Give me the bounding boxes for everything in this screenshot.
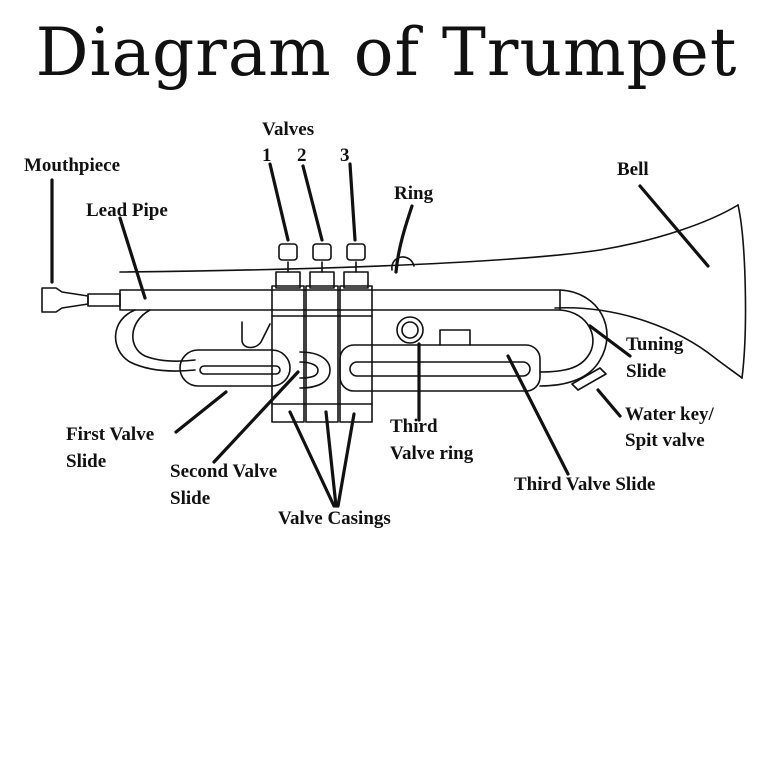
- label-valve-3: 3: [340, 145, 350, 166]
- label-bell: Bell: [617, 159, 649, 180]
- finger-hook: [241, 321, 271, 349]
- label-second-valve-slide-line2: Slide: [170, 488, 211, 509]
- pointer-tuning-slide: [588, 324, 632, 358]
- label-ring: Ring: [394, 183, 434, 204]
- label-first-valve-slide-line2: Slide: [66, 451, 107, 472]
- pointer-ring: [394, 204, 414, 274]
- third-valve-slide-inner: [349, 361, 531, 377]
- label-third-valve-slide: Third Valve Slide: [514, 474, 656, 495]
- mouthpiece-receiver: [87, 293, 121, 307]
- lead-pipe-loop-inner: [132, 309, 196, 362]
- page-title: Diagram of Trumpet: [35, 14, 738, 91]
- first-valve-slide: [179, 349, 291, 387]
- label-tuning-slide-line1: Tuning: [626, 334, 684, 355]
- pointer-valve-2: [301, 164, 324, 242]
- pointer-bell: [638, 184, 710, 268]
- third-valve-ring-shape: [396, 316, 424, 344]
- label-mouthpiece: Mouthpiece: [24, 155, 121, 176]
- lead-pipe-loop: [114, 309, 196, 372]
- label-valves: Valves: [262, 119, 315, 140]
- valve-button-2: [312, 243, 332, 261]
- bell-lower-outline: [554, 306, 743, 379]
- bell-outline: [119, 204, 739, 273]
- label-tuning-slide-line2: Slide: [626, 361, 667, 382]
- pointer-casing-1: [288, 410, 336, 508]
- pointer-lead-pipe: [118, 216, 147, 300]
- first-valve-slide-inner: [199, 365, 281, 375]
- mouthpiece-shape: [41, 287, 89, 313]
- pointer-casing-2: [324, 410, 338, 508]
- label-valve-casings: Valve Casings: [278, 508, 391, 529]
- label-first-valve-slide-line1: First Valve: [66, 424, 155, 445]
- label-lead-pipe: Lead Pipe: [86, 200, 168, 221]
- third-valve-slide: [339, 344, 541, 392]
- pointer-valve-1: [268, 162, 290, 242]
- second-valve-slide-inner: [299, 361, 319, 379]
- label-valve-1: 1: [262, 145, 272, 166]
- tuning-slide-inner: [539, 309, 594, 373]
- valve-casing-3: [339, 285, 373, 423]
- valve-button-3: [346, 243, 366, 261]
- label-water-key-line1: Water key/: [625, 404, 714, 425]
- label-third-valve-ring-line1: Third: [390, 416, 438, 437]
- label-water-key-line2: Spit valve: [625, 430, 705, 451]
- pointer-first-valve-slide: [174, 390, 228, 434]
- water-key-shape: [571, 367, 607, 391]
- second-valve-slide: [299, 351, 331, 389]
- pointer-third-valve-slide: [506, 354, 570, 476]
- label-valve-2: 2: [297, 145, 307, 166]
- label-second-valve-slide-line1: Second Valve: [170, 461, 278, 482]
- tuning-slide: [539, 289, 608, 387]
- pointer-casing-3: [336, 412, 356, 508]
- valve-casing-2: [305, 285, 339, 423]
- valve-casing-1: [271, 285, 305, 423]
- pointer-valve-3: [348, 162, 357, 242]
- label-third-valve-ring-line2: Valve ring: [390, 443, 474, 464]
- ring-shape: [391, 256, 415, 271]
- valve-button-1: [278, 243, 298, 261]
- bell-rim: [737, 204, 747, 379]
- pointer-water-key: [596, 388, 622, 418]
- pointer-second-valve-slide: [212, 370, 300, 464]
